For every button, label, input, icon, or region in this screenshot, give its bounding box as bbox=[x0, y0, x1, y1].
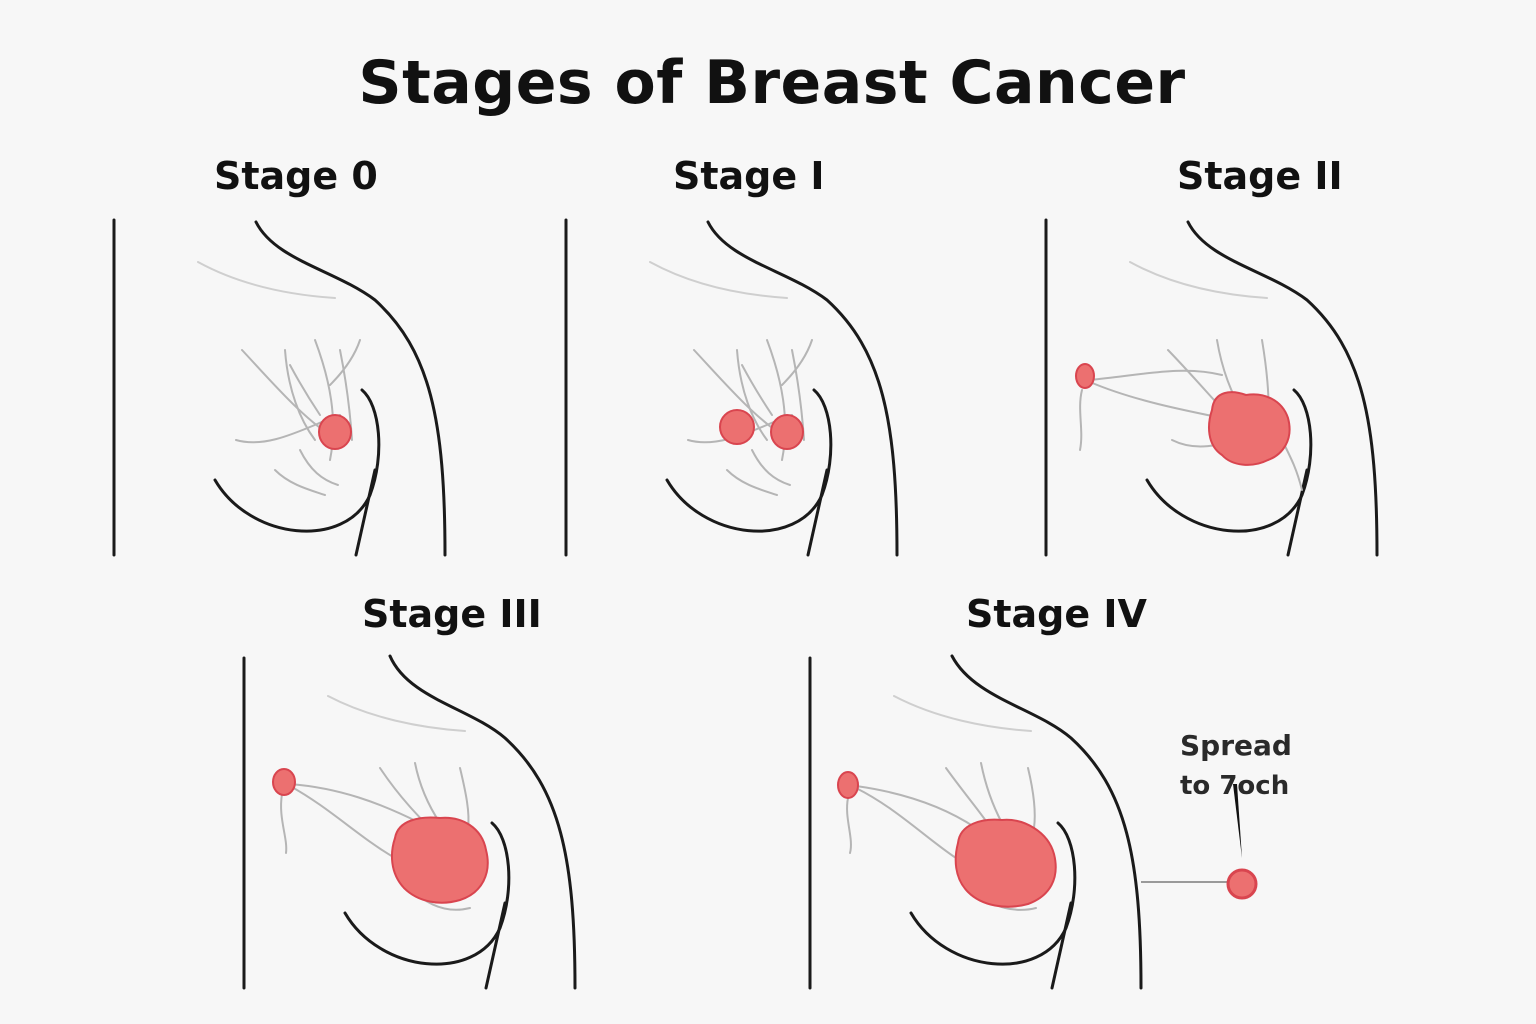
tumor bbox=[719, 409, 755, 445]
lymph-node bbox=[837, 771, 859, 799]
spread-annotation: Spread to 7och bbox=[1180, 726, 1292, 806]
breast-illustration bbox=[112, 218, 447, 557]
tumor bbox=[954, 818, 1057, 908]
breast-illustration bbox=[564, 218, 899, 557]
breast-illustration bbox=[242, 654, 577, 990]
panel-stage-1: Stage I bbox=[552, 150, 912, 570]
metastasis-dot bbox=[1226, 868, 1258, 900]
tumor bbox=[390, 816, 489, 904]
page-title: Stages of Breast Cancer bbox=[358, 48, 1186, 118]
panel-stage-2: Stage II bbox=[1032, 150, 1392, 570]
breast-illustration bbox=[808, 654, 1258, 990]
tumor bbox=[770, 414, 804, 450]
panel-stage-0: Stage 0 bbox=[100, 150, 460, 570]
lymph-node bbox=[1075, 363, 1095, 389]
panel-stage-3: Stage III bbox=[230, 588, 590, 1008]
breast-illustration bbox=[1044, 218, 1379, 557]
tumor bbox=[318, 414, 352, 450]
panel-stage-4: Stage IV bbox=[796, 588, 1296, 1008]
stage-label: Stage IV bbox=[966, 592, 1147, 636]
annotation-line-2: to 7och bbox=[1180, 771, 1290, 801]
stage-label: Stage 0 bbox=[214, 154, 378, 198]
stage-label: Stage II bbox=[1177, 154, 1343, 198]
stage-label: Stage III bbox=[362, 592, 542, 636]
tumor bbox=[1208, 391, 1291, 466]
stage-label: Stage I bbox=[673, 154, 825, 198]
lymph-node bbox=[272, 768, 296, 796]
annotation-line-1: Spread bbox=[1180, 729, 1292, 762]
